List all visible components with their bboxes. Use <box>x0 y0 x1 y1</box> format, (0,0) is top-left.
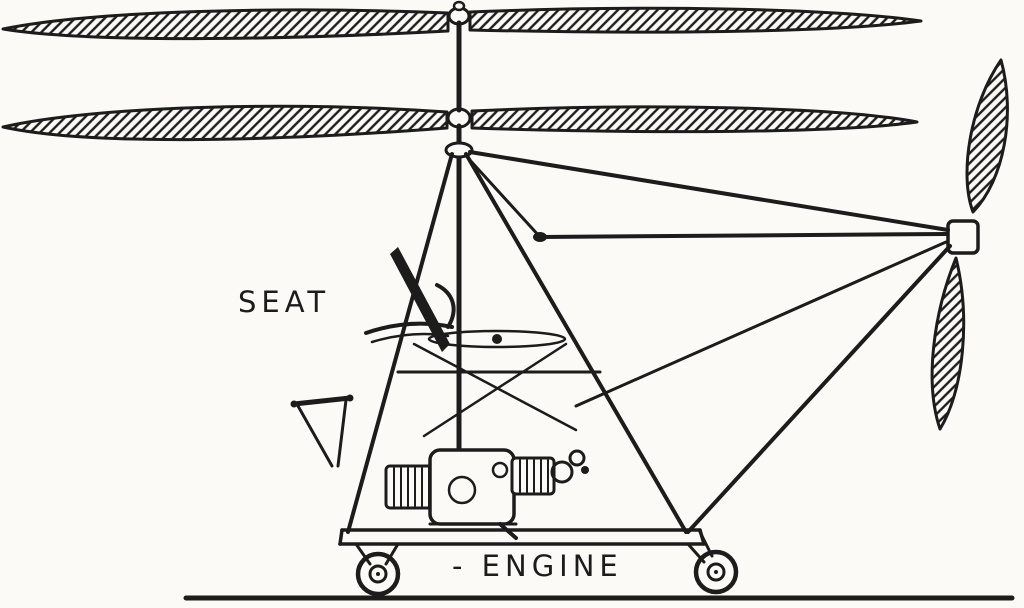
engine-carburetor <box>550 460 574 484</box>
engine-label: - ENGINE <box>452 549 623 583</box>
control-stick <box>290 394 354 468</box>
tail-rotor-upper-blade <box>965 58 1009 214</box>
tail-rotor-hub <box>946 219 980 255</box>
tail-rotor <box>930 58 1009 431</box>
transmission-fan <box>427 329 567 349</box>
boom-junction <box>533 232 547 242</box>
engine-magneto <box>568 449 586 467</box>
airframe-truss <box>346 150 952 534</box>
lower-rotor <box>1 104 919 142</box>
engine-crankcase <box>428 448 516 526</box>
left-wheel <box>355 551 401 597</box>
top-rotor-cap <box>452 0 466 12</box>
right-wheel <box>693 549 739 595</box>
seat <box>364 247 456 352</box>
top-rotor <box>1 0 923 41</box>
engine <box>384 448 589 540</box>
rotor-mast <box>444 20 474 465</box>
seat-label: SEAT <box>238 285 330 319</box>
top-rotor-right-blade <box>468 6 923 34</box>
lower-rotor-right-blade <box>470 105 919 134</box>
top-rotor-left-blade <box>1 8 450 41</box>
lower-rotor-left-blade <box>1 104 449 142</box>
tail-rotor-lower-blade <box>930 256 966 431</box>
